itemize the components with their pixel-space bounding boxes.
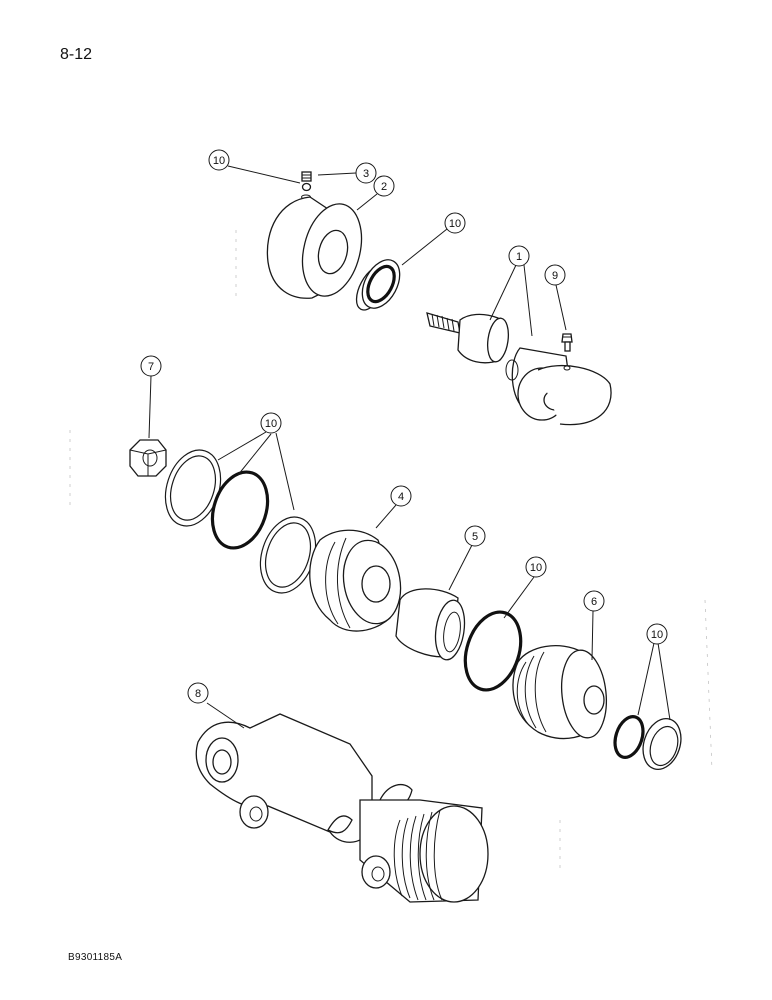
callout-label: 10 bbox=[530, 562, 542, 574]
callout-label: 1 bbox=[516, 251, 522, 263]
callout-label: 7 bbox=[148, 361, 154, 373]
callout-10-c: 10 bbox=[260, 412, 282, 434]
part-10-oring-large bbox=[463, 610, 523, 692]
part-4-piston bbox=[309, 529, 402, 632]
part-9-grease-fitting bbox=[561, 333, 573, 371]
callout-label: 3 bbox=[363, 168, 369, 180]
callout-label: 4 bbox=[398, 491, 404, 503]
callout-6: 6 bbox=[583, 590, 605, 612]
part-7-nut bbox=[129, 439, 167, 477]
part-5-spacer bbox=[395, 588, 466, 661]
callout-label: 10 bbox=[449, 218, 461, 230]
callout-label: 10 bbox=[651, 629, 663, 641]
part-8-barrel bbox=[195, 713, 489, 903]
callout-10-b: 10 bbox=[444, 212, 466, 234]
leader-lines bbox=[148, 165, 671, 729]
part-10-seal-top bbox=[355, 259, 401, 311]
callout-10-d: 10 bbox=[525, 556, 547, 578]
callout-5: 5 bbox=[464, 525, 486, 547]
callout-9: 9 bbox=[544, 264, 566, 286]
part-10-rings-set bbox=[164, 449, 317, 594]
drawing-code: B9301185A bbox=[68, 952, 123, 963]
part-6-gland bbox=[512, 645, 608, 740]
callout-3: 3 bbox=[355, 162, 377, 184]
part-3-fitting bbox=[301, 171, 312, 200]
callout-8: 8 bbox=[187, 682, 209, 704]
callout-label: 10 bbox=[213, 155, 225, 167]
part-1-pin-and-clevis bbox=[426, 312, 612, 426]
part-2-end-cap bbox=[266, 196, 363, 299]
part-10-small-seals bbox=[613, 715, 682, 770]
page-number: 8-12 bbox=[60, 46, 93, 63]
callout-label: 5 bbox=[472, 531, 478, 543]
callout-label: 6 bbox=[591, 596, 597, 608]
callout-7: 7 bbox=[140, 355, 162, 377]
callout-label: 9 bbox=[552, 270, 558, 282]
callout-label: 10 bbox=[265, 418, 277, 430]
callout-10-e: 10 bbox=[646, 623, 668, 645]
callout-4: 4 bbox=[390, 485, 412, 507]
callout-label: 8 bbox=[195, 688, 201, 700]
callout-label: 2 bbox=[381, 181, 387, 193]
callout-1: 1 bbox=[508, 245, 530, 267]
callout-2: 2 bbox=[373, 175, 395, 197]
background-guides bbox=[69, 230, 713, 870]
callout-10-a: 10 bbox=[208, 149, 230, 171]
